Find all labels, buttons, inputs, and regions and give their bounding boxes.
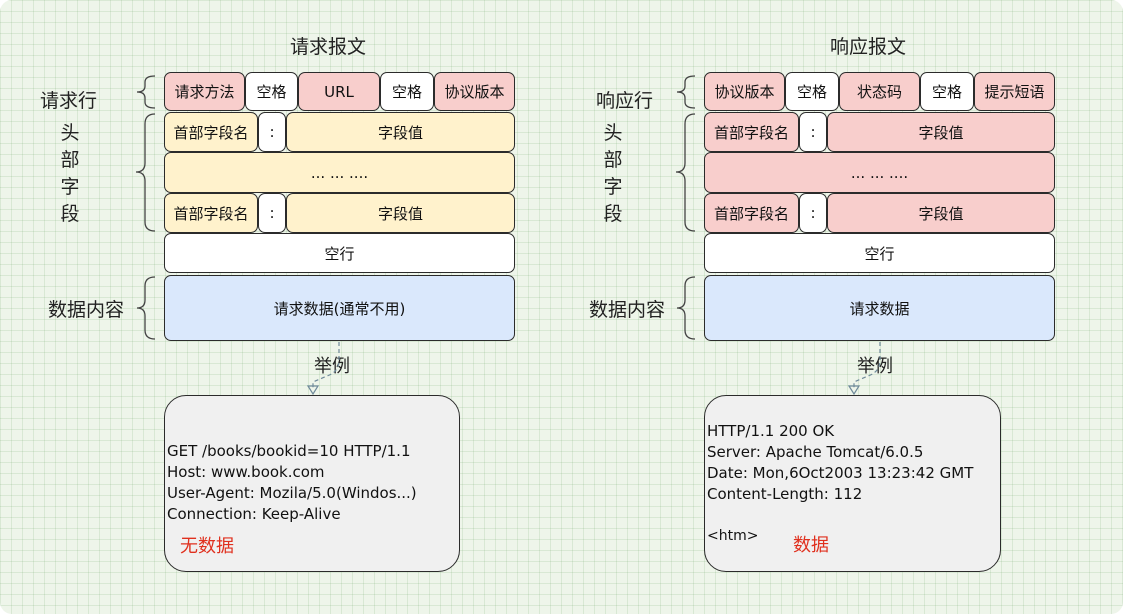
- request-header-label-char: 部: [60, 149, 80, 171]
- request-example-line: Host: www.book.com: [167, 463, 325, 481]
- response-example-tag: <htm>: [707, 528, 759, 544]
- request-header-name-cell: 首部字段名: [164, 193, 258, 233]
- request-example-line: GET /books/bookid=10 HTTP/1.1: [167, 442, 411, 460]
- response-line-brace: [676, 75, 696, 109]
- request-example-line: User-Agent: Mozila/5.0(Windos...): [167, 484, 417, 502]
- response-data-label: 数据内容: [589, 299, 666, 321]
- request-url-cell: URL: [298, 72, 380, 111]
- request-example-label: 举例: [314, 356, 350, 377]
- response-header-value-cell: 字段值: [827, 193, 1055, 233]
- response-header-name-cell: 首部字段名: [704, 193, 799, 233]
- request-data-brace: [136, 276, 156, 340]
- response-header-label-char: 头: [603, 122, 623, 144]
- response-blank-line: 空行: [704, 233, 1055, 273]
- response-example-line: HTTP/1.1 200 OK: [707, 422, 835, 440]
- request-line-brace: [136, 75, 156, 109]
- request-body: 请求数据(通常不用): [164, 275, 515, 341]
- response-colon-cell: :: [799, 112, 827, 152]
- response-line-label: 响应行: [596, 90, 654, 112]
- request-header-value-cell: 字段值: [286, 112, 515, 152]
- request-header-label: 头 部 字 段: [58, 120, 82, 228]
- response-space-cell: 空格: [920, 72, 974, 111]
- request-header-label-char: 头: [60, 122, 80, 144]
- request-header-brace: [135, 113, 156, 232]
- response-header-label-char: 字: [603, 176, 623, 198]
- response-example-arrow: [853, 342, 881, 388]
- request-header-ellipsis-row: ... ... ....: [164, 152, 515, 193]
- response-status-cell: 状态码: [839, 72, 920, 111]
- response-version-cell: 协议版本: [704, 72, 785, 111]
- response-example-line: Date: Mon,6Oct2003 13:23:42 GMT: [707, 464, 974, 482]
- request-example-arrow: [312, 342, 340, 388]
- request-header-name-cell: 首部字段名: [164, 112, 258, 152]
- response-header-ellipsis-row: ... ... ....: [704, 152, 1055, 193]
- request-header-value-cell: 字段值: [286, 193, 515, 233]
- response-header-value-cell: 字段值: [827, 112, 1055, 152]
- request-version-cell: 协议版本: [434, 72, 515, 111]
- response-example-line: Server: Apache Tomcat/6.0.5: [707, 443, 924, 461]
- request-header-label-char: 字: [60, 176, 80, 198]
- request-method-cell: 请求方法: [164, 72, 245, 111]
- response-header-label: 头 部 字 段: [601, 120, 625, 228]
- response-phrase-cell: 提示短语: [974, 72, 1055, 111]
- request-colon-cell: :: [258, 112, 286, 152]
- response-arrow-head: [847, 385, 861, 396]
- response-example-box: HTTP/1.1 200 OK Server: Apache Tomcat/6.…: [704, 395, 1001, 572]
- request-example-line: Connection: Keep-Alive: [167, 505, 341, 523]
- request-line-label: 请求行: [40, 90, 98, 112]
- response-example-note: 数据: [793, 535, 829, 556]
- request-title: 请求报文: [289, 36, 366, 58]
- request-colon-cell: :: [258, 193, 286, 233]
- response-space-cell: 空格: [785, 72, 839, 111]
- response-body: 请求数据: [704, 275, 1055, 341]
- request-example-box: GET /books/bookid=10 HTTP/1.1 Host: www.…: [164, 395, 460, 572]
- response-header-label-char: 部: [603, 149, 623, 171]
- response-header-brace: [675, 113, 696, 232]
- request-space-cell: 空格: [380, 72, 434, 111]
- response-header-label-char: 段: [603, 203, 623, 225]
- request-data-label: 数据内容: [48, 299, 125, 321]
- request-header-label-char: 段: [60, 203, 80, 225]
- response-example-label: 举例: [857, 356, 893, 377]
- response-header-name-cell: 首部字段名: [704, 112, 799, 152]
- response-example-line: Content-Length: 112: [707, 485, 863, 503]
- request-space-cell: 空格: [245, 72, 298, 111]
- response-title: 响应报文: [829, 36, 906, 58]
- request-arrow-head: [306, 385, 320, 396]
- response-colon-cell: :: [799, 193, 827, 233]
- response-data-brace: [676, 276, 696, 340]
- request-blank-line: 空行: [164, 233, 515, 273]
- request-example-note: 无数据: [180, 536, 234, 557]
